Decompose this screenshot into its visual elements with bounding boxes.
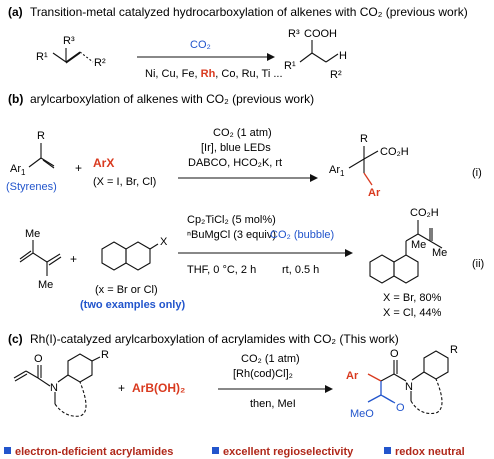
cond-c-1: [Rh(cod)Cl]₂ — [233, 368, 293, 380]
cond-b1-1: [Ir], blue LEDs — [201, 142, 271, 154]
label-ar-product-c: Ar — [346, 370, 359, 382]
plus-c: + — [118, 381, 125, 395]
section-c-letter: (c) — [8, 332, 23, 346]
label-r2-product-a: R² — [330, 69, 342, 81]
arrowhead-b2 — [345, 249, 353, 257]
label-i: (i) — [472, 167, 482, 179]
arrowhead-a — [267, 53, 275, 61]
label-o-acrylamide: O — [34, 353, 43, 365]
label-ar-product-b1: Ar — [368, 187, 381, 199]
label-r1-product-a: R¹ — [284, 60, 296, 72]
product-b1-structure — [348, 146, 379, 173]
diene-structure — [19, 240, 62, 276]
metals-before: Ni, Cu, Fe, — [145, 68, 201, 80]
x-note-b2: (x = Br or Cl) — [95, 284, 158, 296]
plus-b2: + — [70, 252, 77, 266]
product-a-structure — [299, 40, 339, 63]
section-c-heading: Rh(I)-catalyzed arylcarboxylation of acr… — [30, 332, 399, 346]
yield-cl: X = Cl, 44% — [383, 307, 442, 319]
alkene-a-structure — [52, 48, 94, 64]
label-ar1-product-b1: Ar1 — [329, 164, 345, 178]
metal-list-a: Ni, Cu, Fe, Rh, Co, Ru, Ti ... — [145, 68, 283, 80]
product-c-structure — [380, 350, 449, 415]
label-r3-a: R³ — [63, 35, 75, 47]
tag-regioselectivity: excellent regioselectivity — [223, 446, 354, 458]
label-h-a: H — [339, 50, 347, 62]
metals-after: , Co, Ru, Ti ... — [215, 68, 282, 80]
cond-b2-2: THF, 0 °C, 2 h — [187, 264, 256, 276]
reagent-arx: ArX — [93, 156, 114, 170]
tag-redox-neutral: redox neutral — [395, 446, 465, 458]
naphthyl-halide-structure — [101, 241, 159, 271]
label-o-ester-c: O — [396, 402, 405, 414]
cond-c-0: CO₂ (1 atm) — [241, 353, 300, 365]
two-examples-only: (two examples only) — [80, 299, 185, 311]
tag-bullet-2 — [212, 447, 219, 454]
label-me-diene-1: Me — [25, 228, 40, 240]
styrenes-label: (Styrenes) — [6, 181, 57, 193]
cond-b1-0: CO₂ (1 atm) — [213, 127, 272, 139]
label-me-product-b2-1: Me — [411, 239, 426, 251]
reagent-arboh2: ArB(OH)₂ — [132, 381, 185, 395]
co2-above-arrow-a: CO₂ — [190, 39, 211, 51]
label-r-acrylamide: R — [101, 349, 109, 361]
label-ar1-styrene: Ar1 — [10, 163, 26, 177]
cond-b2-1: ⁿBuMgCl (3 equiv) — [187, 229, 276, 241]
label-ii: (ii) — [472, 258, 484, 270]
red-bond-c — [367, 373, 382, 382]
styrene-structure — [28, 143, 55, 169]
acrylamide-structure — [13, 353, 101, 417]
ester-bonds-c — [367, 381, 396, 404]
cond-c-below: then, MeI — [250, 398, 296, 410]
label-o-product-c: O — [390, 348, 399, 360]
label-co2h-product-b2: CO₂H — [410, 207, 439, 219]
section-b-letter: (b) — [8, 92, 23, 106]
cond-b2-3: CO₂ (bubble) — [270, 229, 334, 241]
cond-b2-4: rt, 0.5 h — [282, 264, 319, 276]
label-x-naphthyl: X — [160, 236, 168, 248]
label-r-product-c: R — [450, 344, 458, 356]
label-n-product-c: N — [405, 381, 413, 393]
arrowhead-c — [325, 385, 333, 393]
cond-b1-2: DABCO, HCO₂K, rt — [188, 157, 282, 169]
label-r-styrene: R — [37, 130, 45, 142]
tag-bullet-3 — [384, 447, 391, 454]
label-r-product-b1: R — [360, 133, 368, 145]
label-co2h-product-b1: CO₂H — [380, 146, 409, 158]
plus-b1: + — [75, 161, 82, 175]
section-a-heading: Transition-metal catalyzed hydrocarboxyl… — [30, 5, 468, 19]
label-r2-a: R² — [94, 57, 106, 69]
tag-electron-deficient: electron-deficient acrylamides — [15, 446, 173, 458]
label-cooh: COOH — [304, 28, 337, 40]
product-b2-structure — [369, 220, 443, 284]
section-a-letter: (a) — [8, 5, 23, 19]
metal-rh-highlight: Rh — [201, 68, 216, 80]
tag-bullet-1 — [4, 447, 11, 454]
reagent-arx-note: (X = I, Br, Cl) — [93, 176, 156, 188]
label-meo-product-c: MeO — [350, 408, 374, 420]
label-r1-a: R¹ — [36, 51, 48, 63]
label-n-acrylamide: N — [50, 382, 58, 394]
label-me-product-b2-2: Me — [432, 247, 447, 259]
section-b-heading: arylcarboxylation of alkenes with CO₂ (p… — [30, 92, 314, 106]
cond-b2-0: Cp₂TiCl₂ (5 mol%) — [187, 214, 276, 226]
label-r3-product-a: R³ — [288, 28, 300, 40]
arrowhead-b1 — [310, 174, 318, 182]
red-bond-b1 — [363, 172, 373, 186]
label-me-diene-2: Me — [38, 279, 53, 291]
yield-br: X = Br, 80% — [383, 292, 442, 304]
